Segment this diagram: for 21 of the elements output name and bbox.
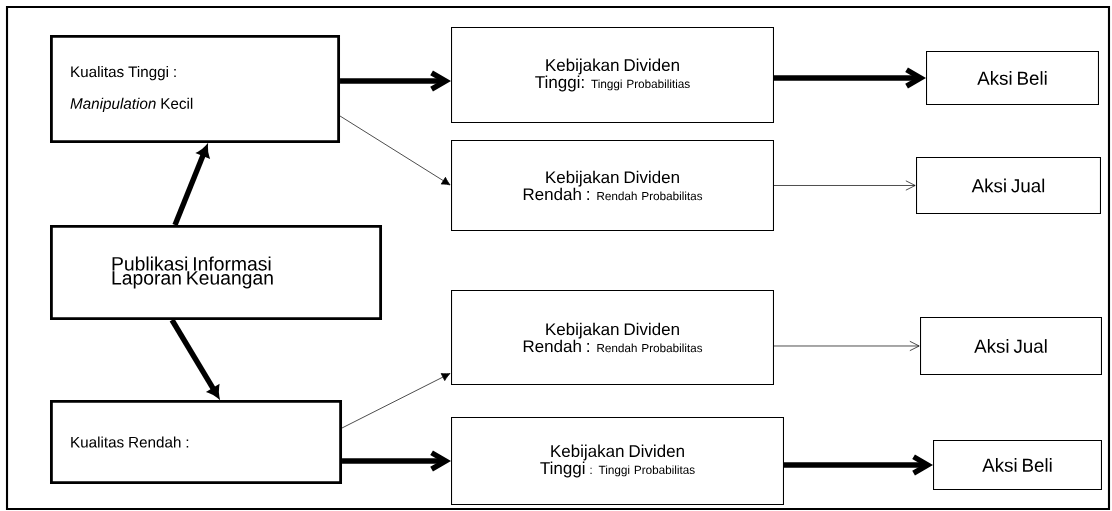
arrow — [774, 67, 926, 89]
policy-box: Kebijakan Dividen Rendah : Rendah Probabilitas — [451, 290, 774, 385]
arrow — [340, 70, 451, 92]
arrow — [341, 373, 451, 429]
arrow — [339, 115, 451, 186]
quality-box: Kualitas Tinggi : Manipulation Kecil — [50, 35, 341, 143]
policy-box: Kebijakan Dividen Tinggi: Tinggi Probabilitias — [451, 27, 774, 123]
policy-box: Kebijakan Dividen Tinggi : Tinggi Probabilitas — [451, 417, 784, 505]
arrow — [342, 450, 451, 472]
policy-box: Kebijakan Dividen Rendah : Rendah Probabilitas — [451, 140, 774, 231]
action-box: Aksi Beli — [926, 51, 1099, 105]
process-box: Publikasi Informasi Laporan Keuangan — [50, 225, 382, 320]
action-box: Aksi Beli — [933, 440, 1102, 490]
arrow — [784, 454, 933, 476]
arrow — [172, 145, 210, 226]
action-box: Aksi Jual — [920, 317, 1102, 375]
quality-box: Kualitas Rendah : — [50, 400, 342, 484]
arrow — [773, 180, 916, 191]
arrow — [773, 340, 920, 352]
action-box: Aksi Jual — [916, 157, 1101, 214]
arrow — [169, 318, 220, 399]
